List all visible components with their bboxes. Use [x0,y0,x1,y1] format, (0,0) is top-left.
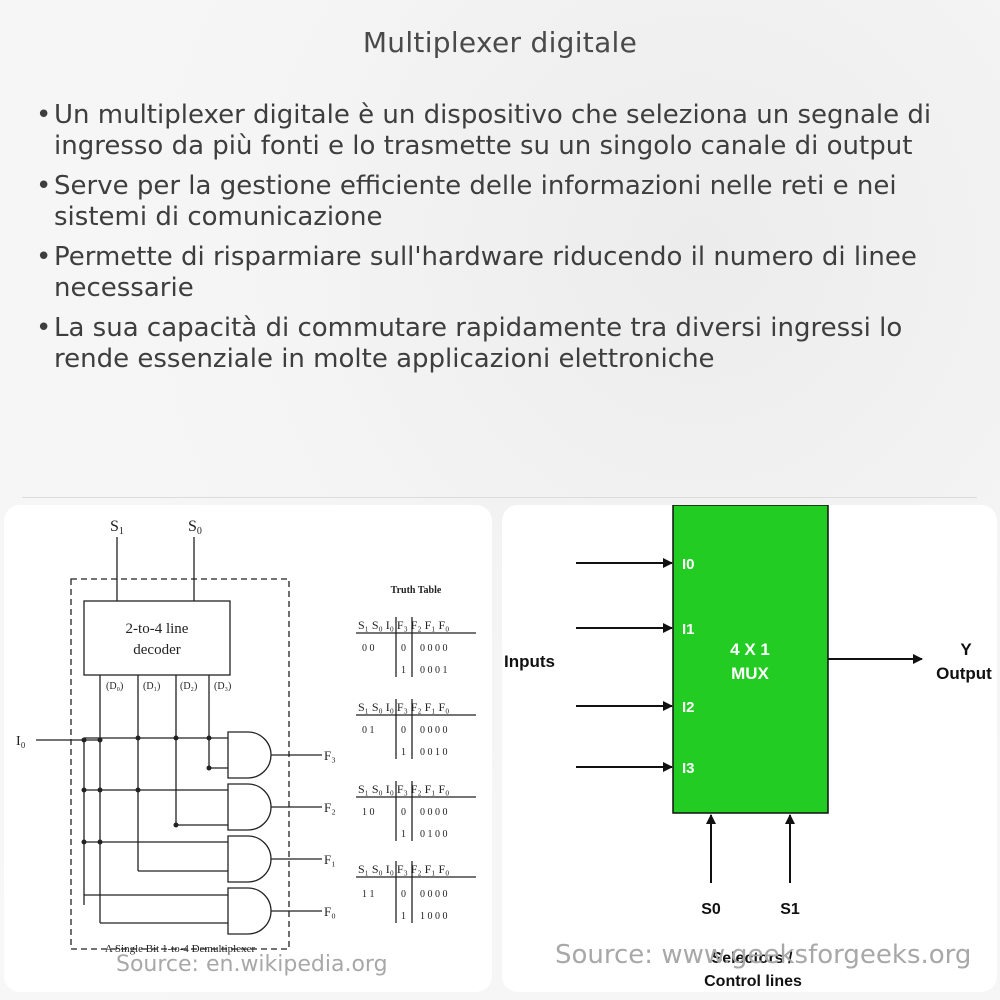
bullet-text: Permette di risparmiare sull'hardware ri… [54,242,917,303]
source-credit-right: Source: www.geeksforgeeks.org [555,940,972,970]
bullet-item: • Serve per la gestione efficiente delle… [36,171,966,233]
d3-label: (D₃) [214,681,231,692]
selector-s0-label: S0 [701,901,721,918]
bullet-dot-icon: • [36,100,52,130]
mux-label-line1: 4 X 1 [730,640,770,659]
truth-table-f: 0 0 0 0 [420,807,448,818]
pin-i2-label: I2 [682,699,695,716]
truth-table-header: S₁ S₀ I₀ F₃ F₂ F₁ F₀ [358,782,449,796]
decoder-label-line2: decoder [133,642,180,658]
output-label: Output [936,664,992,683]
truth-table-f: 0 0 0 0 [420,889,448,900]
mux-figure-panel: Inputs I0 I1 I2 I3 4 X 1 MUX Y Output S0… [502,505,997,992]
truth-table-header: S₁ S₀ I₀ F₃ F₂ F₁ F₀ [358,700,449,714]
truth-table-i0: 0 [401,643,406,654]
truth-table-f: 0 0 0 0 [420,725,448,736]
i0-input-label: I₀ [16,734,26,749]
bullet-item: • Un multiplexer digitale è un dispositi… [36,100,966,162]
truth-table-i0: 0 [401,889,406,900]
truth-table-f: 0 1 0 0 [420,829,448,840]
bullet-dot-icon: • [36,242,52,272]
bullet-item: • La sua capacità di commutare rapidamen… [36,313,966,375]
truth-table-header: S₁ S₀ I₀ F₃ F₂ F₁ F₀ [358,618,449,632]
mux-block-diagram: Inputs I0 I1 I2 I3 4 X 1 MUX Y Output S0… [504,505,992,990]
output-f0-label: F₀ [324,904,336,919]
d2-label: (D₂) [180,681,197,692]
truth-table-sel: 0 1 [362,725,375,736]
pin-i0-label: I0 [682,556,695,573]
bullet-item: • Permette di risparmiare sull'hardware … [36,242,966,304]
demux-schematic: S1 S0 2-to-4 line decoder (D₀) (D₁) (D₂)… [16,518,476,955]
page-title: Multiplexer digitale [362,26,638,59]
truth-table-i0: 0 [401,725,406,736]
mux-block [672,505,829,814]
truth-table-f: 0 0 0 1 [420,665,448,676]
truth-table-f: 0 0 0 0 [420,643,448,654]
output-y-label: Y [960,640,972,659]
output-f1-label: F₁ [324,852,336,867]
truth-table-i0: 1 [401,747,406,758]
section-divider [22,497,977,498]
truth-table-f: 1 0 0 0 [420,911,448,922]
output-f3-label: F₃ [324,748,336,763]
truth-table-sel: 1 0 [362,807,375,818]
truth-table-i0: 1 [401,911,406,922]
truth-table-sel: 1 1 [362,889,375,900]
decoder-label-line1: 2-to-4 line [126,621,189,637]
pin-i3-label: I3 [682,760,695,777]
truth-table-sel: 0 0 [362,643,375,654]
d1-label: (D₁) [143,681,160,692]
pin-i1-label: I1 [682,621,695,638]
truth-table-i0: 1 [401,829,406,840]
s1-label: S1 [110,518,124,537]
inputs-label: Inputs [504,652,555,671]
truth-table-title: Truth Table [391,585,442,596]
bullet-text: Serve per la gestione efficiente delle i… [54,171,897,232]
bullet-dot-icon: • [36,313,52,343]
d0-label: (D₀) [106,681,123,692]
selectors-label-line2: Control lines [704,973,802,990]
mux-label-line2: MUX [731,664,769,683]
bullet-dot-icon: • [36,171,52,201]
truth-table-i0: 1 [401,665,406,676]
bullet-text: La sua capacità di commutare rapidamente… [54,313,903,374]
truth-table-i0: 0 [401,807,406,818]
demux-figure-panel: S1 S0 2-to-4 line decoder (D₀) (D₁) (D₂)… [4,505,492,992]
s0-label: S0 [188,518,202,537]
bullet-list: • Un multiplexer digitale è un dispositi… [36,100,966,384]
selectors-label-line1: Selectors / [712,950,793,967]
demux-caption: A Single Bit 1-to-4 Demultiplexer [105,943,256,955]
selector-s1-label: S1 [780,901,800,918]
bullet-text: Un multiplexer digitale è un dispositivo… [54,100,932,161]
output-f2-label: F₂ [324,800,336,815]
truth-table-header: S₁ S₀ I₀ F₃ F₂ F₁ F₀ [358,862,449,876]
source-credit-left: Source: en.wikipedia.org [116,952,388,977]
truth-table-f: 0 0 1 0 [420,747,448,758]
